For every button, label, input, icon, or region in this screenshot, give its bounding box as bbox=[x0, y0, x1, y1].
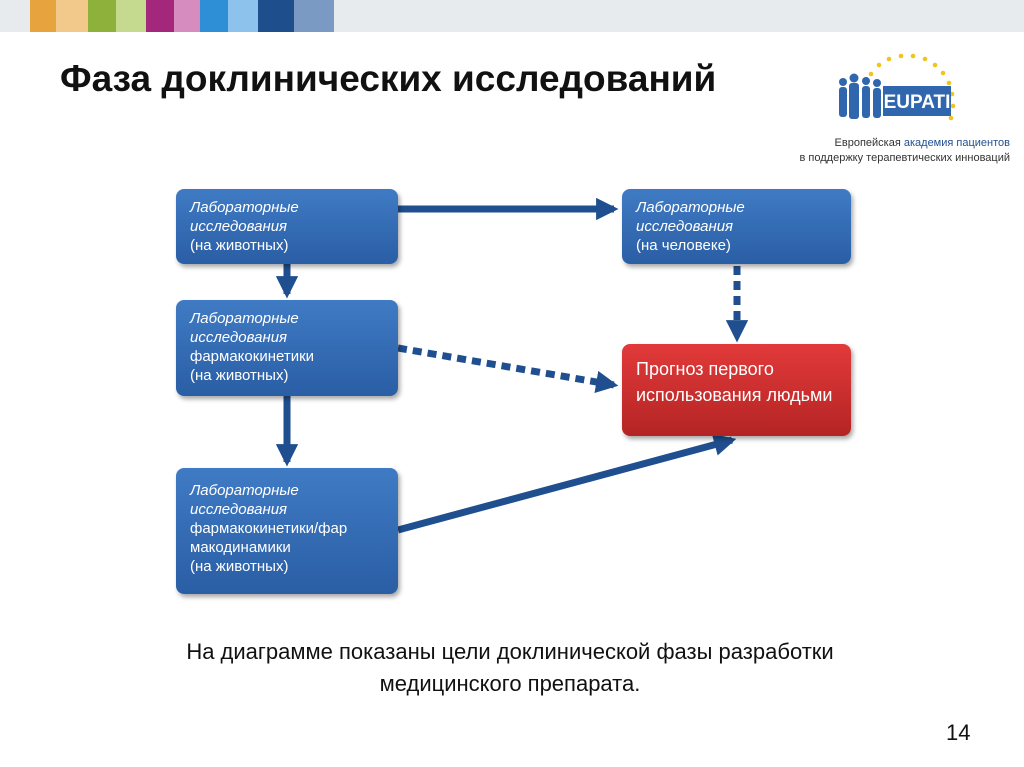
caption-line1: На диаграмме показаны цели доклинической… bbox=[186, 639, 834, 664]
box3-line5: (на животных) bbox=[190, 558, 289, 575]
box4-line3: (на человеке) bbox=[636, 237, 731, 254]
color-strip-1 bbox=[30, 0, 56, 32]
box-lab-pk-animals: Лабораторные исследования фармакокинетик… bbox=[176, 300, 398, 396]
color-strip-10 bbox=[294, 0, 334, 32]
logo-tagline: Европейская академия пациентов в поддерж… bbox=[760, 136, 1010, 166]
eupati-logo: EUPATI bbox=[839, 53, 956, 121]
box2-line4: (на животных) bbox=[190, 367, 289, 384]
box3-line4: макодинамики bbox=[190, 539, 291, 556]
box1-italic-line2: исследования bbox=[190, 218, 288, 235]
color-strip-7 bbox=[200, 0, 228, 32]
box1-line3: (на животных) bbox=[190, 237, 289, 254]
red-box-line2: использования bbox=[636, 385, 762, 405]
color-strip-8 bbox=[228, 0, 258, 32]
dotted-arrow-pk-to-prediction bbox=[397, 344, 619, 394]
color-strip-2 bbox=[56, 0, 88, 32]
slide-title: Фаза доклинических исследований bbox=[60, 58, 717, 99]
box4-italic-line2: исследования bbox=[636, 218, 734, 235]
red-box-line1: Прогноз первого bbox=[636, 359, 774, 379]
color-strip-6 bbox=[174, 0, 200, 32]
box2-italic-line2: исследования bbox=[190, 329, 288, 346]
box3-italic-line2: исследования bbox=[190, 501, 288, 518]
box3-italic-line1: Лабораторные bbox=[190, 482, 299, 499]
box-lab-humans: Лабораторные исследования (на человеке) bbox=[622, 189, 851, 264]
box1-italic-line1: Лабораторные bbox=[190, 199, 299, 216]
box-first-human-use-prediction: Прогноз первого использования людьми bbox=[622, 344, 851, 436]
tagline-part1: Европейская bbox=[834, 137, 904, 149]
box-lab-animals: Лабораторные исследования (на животных) bbox=[176, 189, 398, 264]
arrow-pkpd-to-prediction bbox=[397, 433, 737, 534]
stars-arc-icon bbox=[868, 53, 956, 121]
box4-italic-line1: Лабораторные bbox=[636, 199, 745, 216]
tagline-line2: в поддержку терапевтических инноваций bbox=[799, 152, 1010, 164]
people-silhouettes-icon bbox=[839, 73, 881, 119]
logo-text: EUPATI bbox=[884, 92, 951, 113]
box3-line3: фармакокинетики/фар bbox=[190, 520, 348, 537]
tagline-highlight: академия пациентов bbox=[903, 137, 1010, 149]
red-box-line3: людьми bbox=[766, 385, 833, 405]
color-strip-3 bbox=[88, 0, 116, 32]
color-strip-4 bbox=[116, 0, 146, 32]
box2-italic-line1: Лабораторные bbox=[190, 310, 299, 327]
color-strip-5 bbox=[146, 0, 174, 32]
box-lab-pkpd-animals: Лабораторные исследования фармакокинетик… bbox=[176, 468, 398, 594]
logo-text-background bbox=[883, 86, 951, 116]
top-decorative-bar bbox=[0, 0, 1024, 32]
diagram-caption: На диаграмме показаны цели доклинической… bbox=[100, 636, 920, 700]
color-strip-9 bbox=[258, 0, 294, 32]
caption-line2: медицинского препарата. bbox=[379, 671, 641, 696]
page-number: 14 bbox=[946, 720, 971, 745]
box2-line3: фармакокинетики bbox=[190, 348, 315, 365]
